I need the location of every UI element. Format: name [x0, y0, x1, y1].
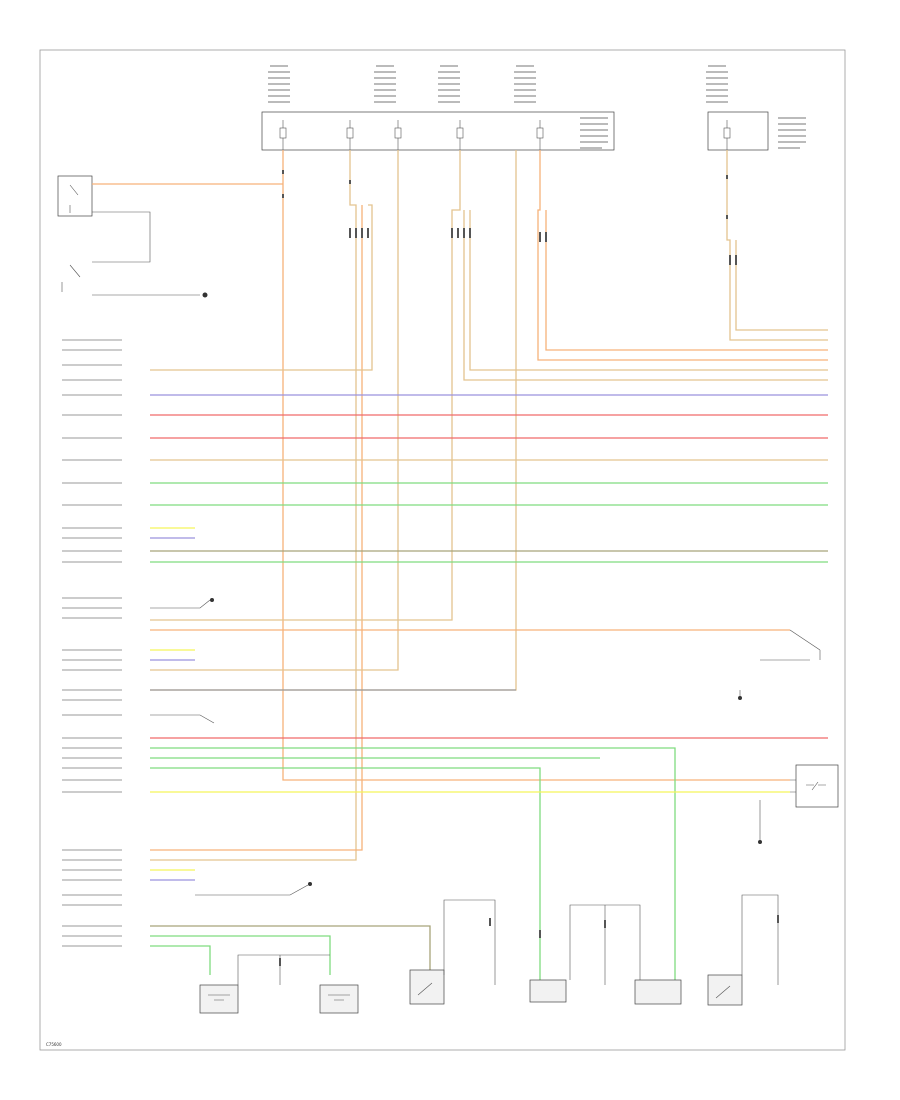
fuse-block-right	[707, 111, 769, 151]
fuse-block-left	[261, 111, 615, 151]
right-switch-assembly	[738, 629, 821, 700]
diagram-code: C75600	[46, 1042, 62, 1047]
left-switch-assembly	[57, 175, 283, 298]
bottom-components	[199, 894, 779, 1014]
ground-symbols	[150, 598, 312, 896]
fuse-header-labels	[268, 65, 806, 149]
bus-wires-lower	[150, 869, 431, 975]
diagram-frame	[39, 49, 846, 1051]
bus-wires-upper	[150, 394, 828, 563]
bus-wires-middle	[150, 629, 828, 980]
connector-stubs	[279, 170, 779, 966]
module-connector-ticks	[62, 339, 122, 947]
right-relay-box	[758, 764, 839, 844]
